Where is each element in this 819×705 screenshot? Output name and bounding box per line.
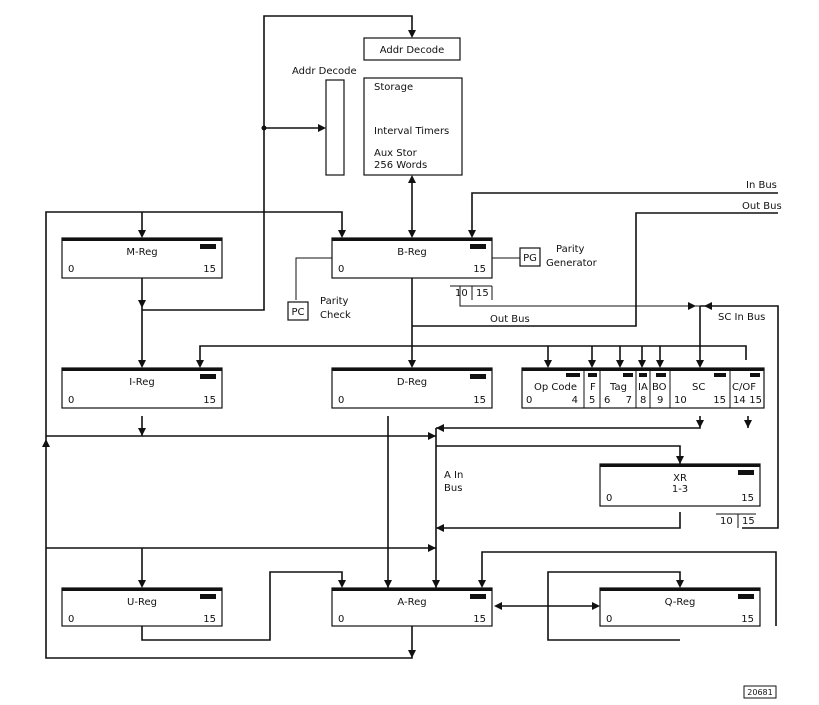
c-of-field-name: C/OF: [732, 382, 756, 393]
control-word-register: Op Code 0 4 F 5 Tag 6 7 IA 8 BO 9 SC 10 …: [521, 367, 765, 409]
xr-reg-bit-lo: 0: [606, 493, 612, 504]
d-reg-name: D-Reg: [397, 377, 427, 388]
out-bus-right-label: Out Bus: [742, 201, 782, 212]
interval-timers-label: Interval Timers: [374, 126, 449, 137]
sc-field-lo: 10: [674, 395, 687, 406]
u-reg: U-Reg 0 15: [61, 587, 223, 627]
bus-wires: [42, 15, 779, 659]
storage-box: Storage Interval Timers Aux Stor 256 Wor…: [363, 77, 463, 176]
op-code-field-hi: 4: [572, 395, 578, 406]
a-reg: A-Reg 0 15: [331, 587, 493, 627]
c-of-field-hi: 15: [749, 395, 762, 406]
xr-reg: XR 1-3 0 15: [599, 463, 761, 507]
tag-field-hi: 7: [626, 395, 632, 406]
op-code-field-lo: 0: [526, 395, 532, 406]
in-bus-label: In Bus: [746, 180, 777, 191]
out-bus-mid-label: Out Bus: [490, 314, 530, 325]
b-reg-bit-hi: 15: [473, 264, 486, 275]
q-reg-bit-lo: 0: [606, 614, 612, 625]
b-reg-tap-15: 15: [476, 288, 489, 299]
xr-reg-sub: 1-3: [672, 484, 688, 495]
u-reg-bit-hi: 15: [203, 614, 216, 625]
a-in-bus-label-1: A In: [444, 470, 463, 481]
addr-decode-side-box: Addr Decode: [292, 66, 357, 176]
parity-check-label-1: Parity: [320, 296, 349, 307]
parity-check: PC Parity Check: [287, 296, 351, 321]
d-reg-bit-lo: 0: [338, 395, 344, 406]
sc-field-hi: 15: [713, 395, 726, 406]
aux-stor-words-label: 256 Words: [374, 160, 427, 171]
ia-field-name: IA: [638, 382, 648, 393]
m-reg-name: M-Reg: [126, 247, 157, 258]
a-reg-bit-lo: 0: [338, 614, 344, 625]
i-reg-name: I-Reg: [129, 377, 155, 388]
d-reg-bit-hi: 15: [473, 395, 486, 406]
storage-label: Storage: [374, 82, 413, 93]
a-in-bus-label-2: Bus: [444, 483, 462, 494]
m-reg: M-Reg 0 15: [61, 237, 223, 279]
b-reg: B-Reg 0 15: [331, 237, 493, 279]
parity-generator-label-2: Generator: [546, 258, 598, 269]
sc-field-name: SC: [692, 382, 705, 393]
b-reg-name: B-Reg: [397, 247, 426, 258]
tag-field-name: Tag: [609, 382, 627, 393]
xr-reg-name: XR: [673, 473, 687, 484]
a-reg-name: A-Reg: [397, 597, 426, 608]
i-reg-bit-hi: 15: [203, 395, 216, 406]
bo-field-lo: 9: [657, 395, 663, 406]
addr-decode-top-box: Addr Decode: [363, 37, 461, 61]
xr-reg-bit-hi: 15: [741, 493, 754, 504]
parity-check-label-2: Check: [320, 310, 351, 321]
xr-tap-10: 10: [720, 516, 733, 527]
parity-generator-box-label: PG: [523, 253, 537, 264]
tag-field-lo: 6: [604, 395, 610, 406]
c-of-field-lo: 14: [733, 395, 746, 406]
xr-tap-15: 15: [742, 516, 755, 527]
bo-field-name: BO: [652, 382, 667, 393]
figure-number: 20681: [747, 688, 772, 697]
q-reg: Q-Reg 0 15: [599, 587, 761, 627]
f-field-lo: 5: [589, 395, 595, 406]
b-reg-tap-10: 10: [455, 288, 468, 299]
figure-number-tag: 20681: [743, 685, 777, 699]
q-reg-bit-hi: 15: [741, 614, 754, 625]
ia-field-lo: 8: [640, 395, 646, 406]
aux-stor-label: Aux Stor: [374, 148, 418, 159]
addr-decode-top-label: Addr Decode: [380, 45, 445, 56]
sc-in-bus-label: SC In Bus: [718, 312, 765, 323]
u-reg-name: U-Reg: [127, 597, 157, 608]
m-reg-bit-hi: 15: [203, 264, 216, 275]
parity-generator-label-1: Parity: [556, 244, 585, 255]
parity-generator: PG Parity Generator: [519, 244, 598, 269]
addr-decode-side-label: Addr Decode: [292, 66, 357, 77]
parity-check-box-label: PC: [291, 307, 304, 318]
a-reg-bit-hi: 15: [473, 614, 486, 625]
i-reg-bit-lo: 0: [68, 395, 74, 406]
q-reg-name: Q-Reg: [665, 597, 696, 608]
f-field-name: F: [590, 382, 596, 393]
b-reg-bit-lo: 0: [338, 264, 344, 275]
m-reg-bit-lo: 0: [68, 264, 74, 275]
u-reg-bit-lo: 0: [68, 614, 74, 625]
i-reg: I-Reg 0 15: [61, 367, 223, 409]
d-reg: D-Reg 0 15: [331, 367, 493, 409]
op-code-field-name: Op Code: [534, 382, 577, 393]
